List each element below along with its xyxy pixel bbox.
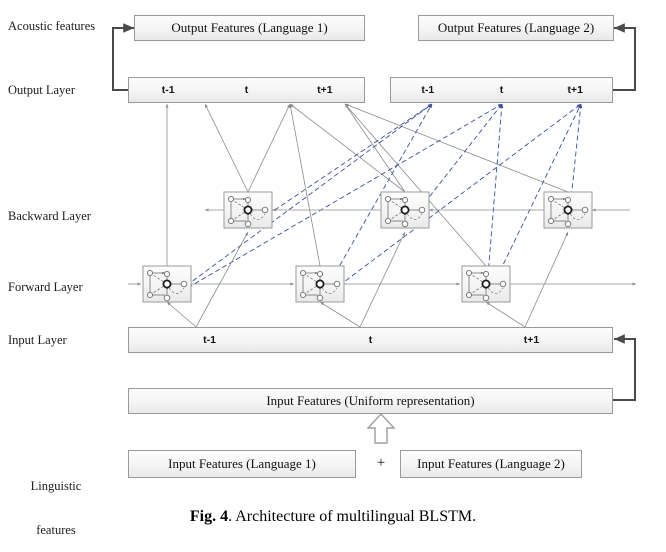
row-label-linguistic-features-line1: Linguistic [30,478,82,493]
figure-caption: Fig. 4. Architecture of multilingual BLS… [0,508,666,526]
input-layer-step-0: t-1 [203,334,216,346]
feedback-arrow-lang2 [613,23,636,91]
row-label-linguistic-features: Linguistic features [8,449,104,552]
input-layer-step-2: t+1 [523,334,540,346]
backward-cell-t-minus-1 [224,192,272,228]
output-layer-lang1-step-0: t-1 [161,84,175,96]
input-to-hidden-connections [166,231,569,328]
figure-caption-text: . Architecture of multilingual BLSTM. [228,508,477,525]
output-layer-lang2-step-2: t+1 [567,84,583,96]
row-label-forward-layer: Forward Layer [8,280,83,294]
lang1-connections [165,103,569,267]
feedback-arrow-lang1 [112,23,134,91]
input-features-uniform-box[interactable]: Input Features (Uniform representation) [128,388,613,414]
forward-cell-t-minus-1 [143,266,191,302]
input-layer-step-1: t [368,334,373,346]
backward-cell-t [381,192,429,228]
output-layer-lang1-step-1: t [244,84,249,96]
row-label-linguistic-features-line2: features [36,522,76,537]
row-label-backward-layer: Backward Layer [8,209,91,223]
figure-caption-label: Fig. 4 [189,508,229,525]
row-label-acoustic-features: Acoustic features [8,19,96,33]
output-layer-lang2[interactable]: t-1 t t+1 [390,77,613,103]
input-layer[interactable]: t-1 t t+1 [128,327,613,353]
plus-sign: + [376,455,386,471]
output-layer-lang1-step-2: t+1 [317,84,333,96]
input-features-lang1-box[interactable]: Input Features (Language 1) [128,450,356,478]
forward-cell-t-plus-1 [462,266,510,302]
output-features-lang2-box[interactable]: Output Features (Language 2) [418,15,614,41]
feedback-arrow-input [613,334,636,401]
forward-cell-t [296,266,344,302]
input-features-lang2-box[interactable]: Input Features (Language 2) [400,450,582,478]
backward-cell-t-plus-1 [544,192,592,228]
output-layer-lang2-step-1: t [499,84,504,96]
row-label-input-layer: Input Layer [8,333,67,347]
output-features-lang1-box[interactable]: Output Features (Language 1) [134,15,365,41]
output-layer-lang2-step-0: t-1 [421,84,435,96]
merge-up-arrow-icon [366,412,396,444]
output-layer-lang1[interactable]: t-1 t t+1 [128,77,365,103]
row-label-output-layer: Output Layer [8,83,75,97]
